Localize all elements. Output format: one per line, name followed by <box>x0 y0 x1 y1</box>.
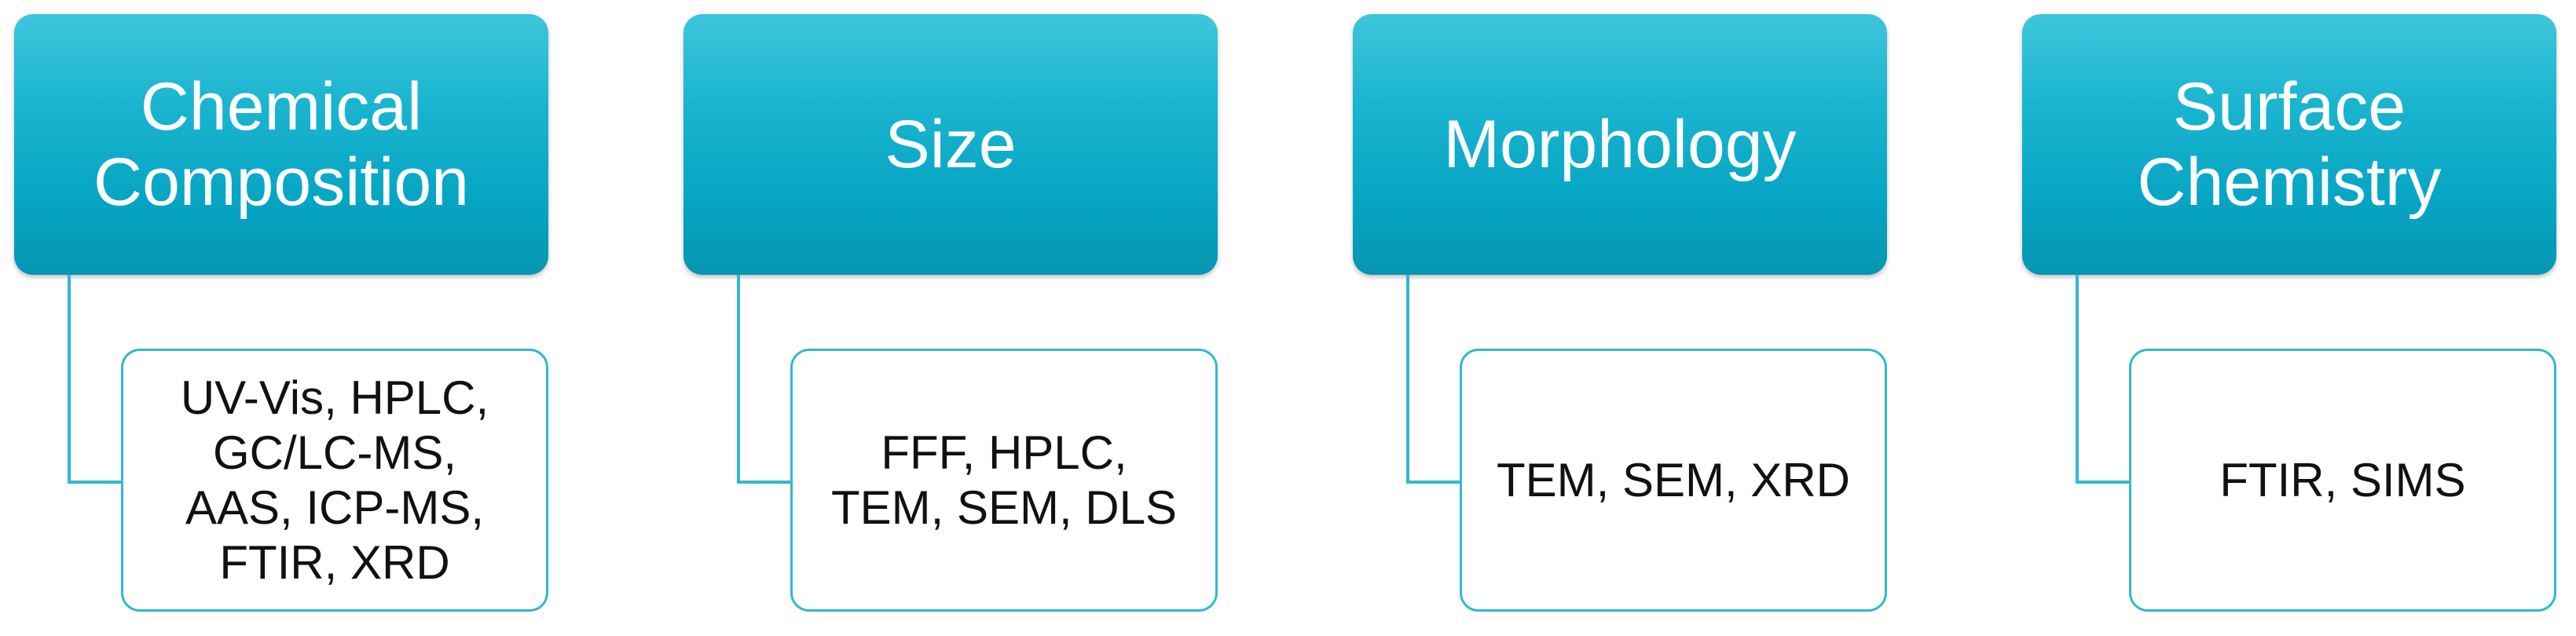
header-title-line: Surface <box>2172 69 2406 144</box>
header-surface-chemistry: Surface Chemistry <box>2022 14 2556 275</box>
header-morphology: Morphology <box>1353 14 1887 275</box>
connector-size <box>737 275 793 484</box>
child-text-line: FTIR, SIMS <box>2219 453 2466 506</box>
header-title-line: Chemical <box>140 69 423 144</box>
connector-chemical-composition <box>68 275 124 484</box>
child-text-line: FFF, HPLC, <box>881 426 1127 479</box>
header-size: Size <box>683 14 1218 275</box>
child-text-line: TEM, SEM, DLS <box>830 481 1178 534</box>
connector-surface-chemistry <box>2076 275 2132 484</box>
child-text-line: FTIR, XRD <box>219 535 450 589</box>
child-text-line: TEM, SEM, XRD <box>1496 453 1851 506</box>
connector-morphology <box>1406 275 1463 484</box>
header-title-line: Size <box>885 107 1017 182</box>
header-title-line: Composition <box>93 144 469 220</box>
header-title-line: Morphology <box>1443 107 1797 182</box>
child-chemical-composition: UV-Vis, HPLC, GC/LC-MS, AAS, ICP-MS, FTI… <box>121 349 548 612</box>
child-text-line: GC/LC-MS, <box>212 426 457 479</box>
child-text-line: UV-Vis, HPLC, <box>180 371 489 424</box>
header-chemical-composition: Chemical Composition <box>14 14 548 275</box>
child-morphology: TEM, SEM, XRD <box>1460 349 1887 612</box>
child-surface-chemistry: FTIR, SIMS <box>2129 349 2556 612</box>
header-title-line: Chemistry <box>2137 144 2442 220</box>
child-text-line: AAS, ICP-MS, <box>185 481 485 534</box>
child-size: FFF, HPLC, TEM, SEM, DLS <box>790 349 1218 612</box>
